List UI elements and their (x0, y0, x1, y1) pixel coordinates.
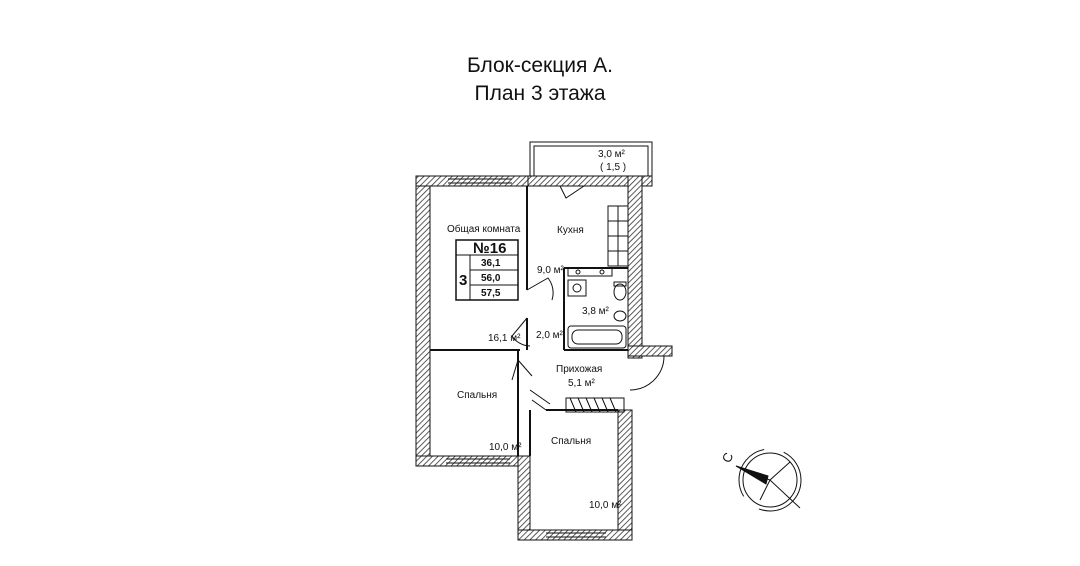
apartment-info-box: №16 3 36,1 56,0 57,5 (455, 239, 519, 301)
bedroom-right-area: 10,0 м² (589, 500, 622, 511)
hallway-name: Прихожая (556, 364, 602, 375)
apartment-living-area: 36,1 (481, 258, 501, 269)
compass-north-label: С (719, 450, 737, 465)
bedroom-right-name: Спальня (551, 436, 591, 447)
bedroom-left-name: Спальня (457, 390, 497, 401)
kitchen-area: 9,0 м² (537, 265, 565, 276)
exterior-walls (415, 175, 673, 541)
page-title: Блок-секция А. План 3 этажа (0, 52, 1080, 108)
windows (446, 178, 606, 538)
wall-left (415, 175, 431, 467)
wardrobe (565, 397, 625, 413)
title-block-section: Блок-секция А. (466, 54, 614, 77)
bathroom-fixtures (567, 279, 627, 349)
balcony-coefficient: ( 1,5 ) (600, 162, 626, 173)
apartment-total-area: 56,0 (481, 273, 501, 284)
hallway-area: 5,1 м² (568, 378, 596, 389)
kitchen-name: Кухня (557, 225, 584, 236)
living-room-area: 16,1 м² (488, 333, 521, 344)
wall-top-living (415, 175, 529, 187)
wall-bottom-left (415, 455, 529, 467)
wall-right-lower (617, 409, 633, 541)
corridor-area: 2,0 м² (536, 330, 564, 341)
title-floor-plan: План 3 этажа (474, 82, 606, 105)
wall-top-kitchen (527, 175, 653, 187)
wall-bedroom2-left (517, 455, 531, 541)
apartment-room-count: 3 (459, 272, 467, 289)
apartment-number: №16 (473, 240, 506, 257)
apartment-area-with-balcony: 57,5 (481, 288, 501, 299)
bathroom-area: 3,8 м² (582, 306, 610, 317)
living-room-name: Общая комната (447, 223, 521, 235)
balcony (529, 141, 653, 199)
wall-right-upper (627, 175, 643, 359)
compass-icon (735, 448, 802, 512)
doors (511, 277, 665, 411)
wall-right-stub (627, 345, 673, 357)
bedroom-left-area: 10,0 м² (489, 442, 522, 453)
wall-bottom-right (517, 529, 633, 541)
balcony-area: 3,0 м² (598, 149, 626, 160)
kitchen-fixtures (567, 205, 629, 277)
